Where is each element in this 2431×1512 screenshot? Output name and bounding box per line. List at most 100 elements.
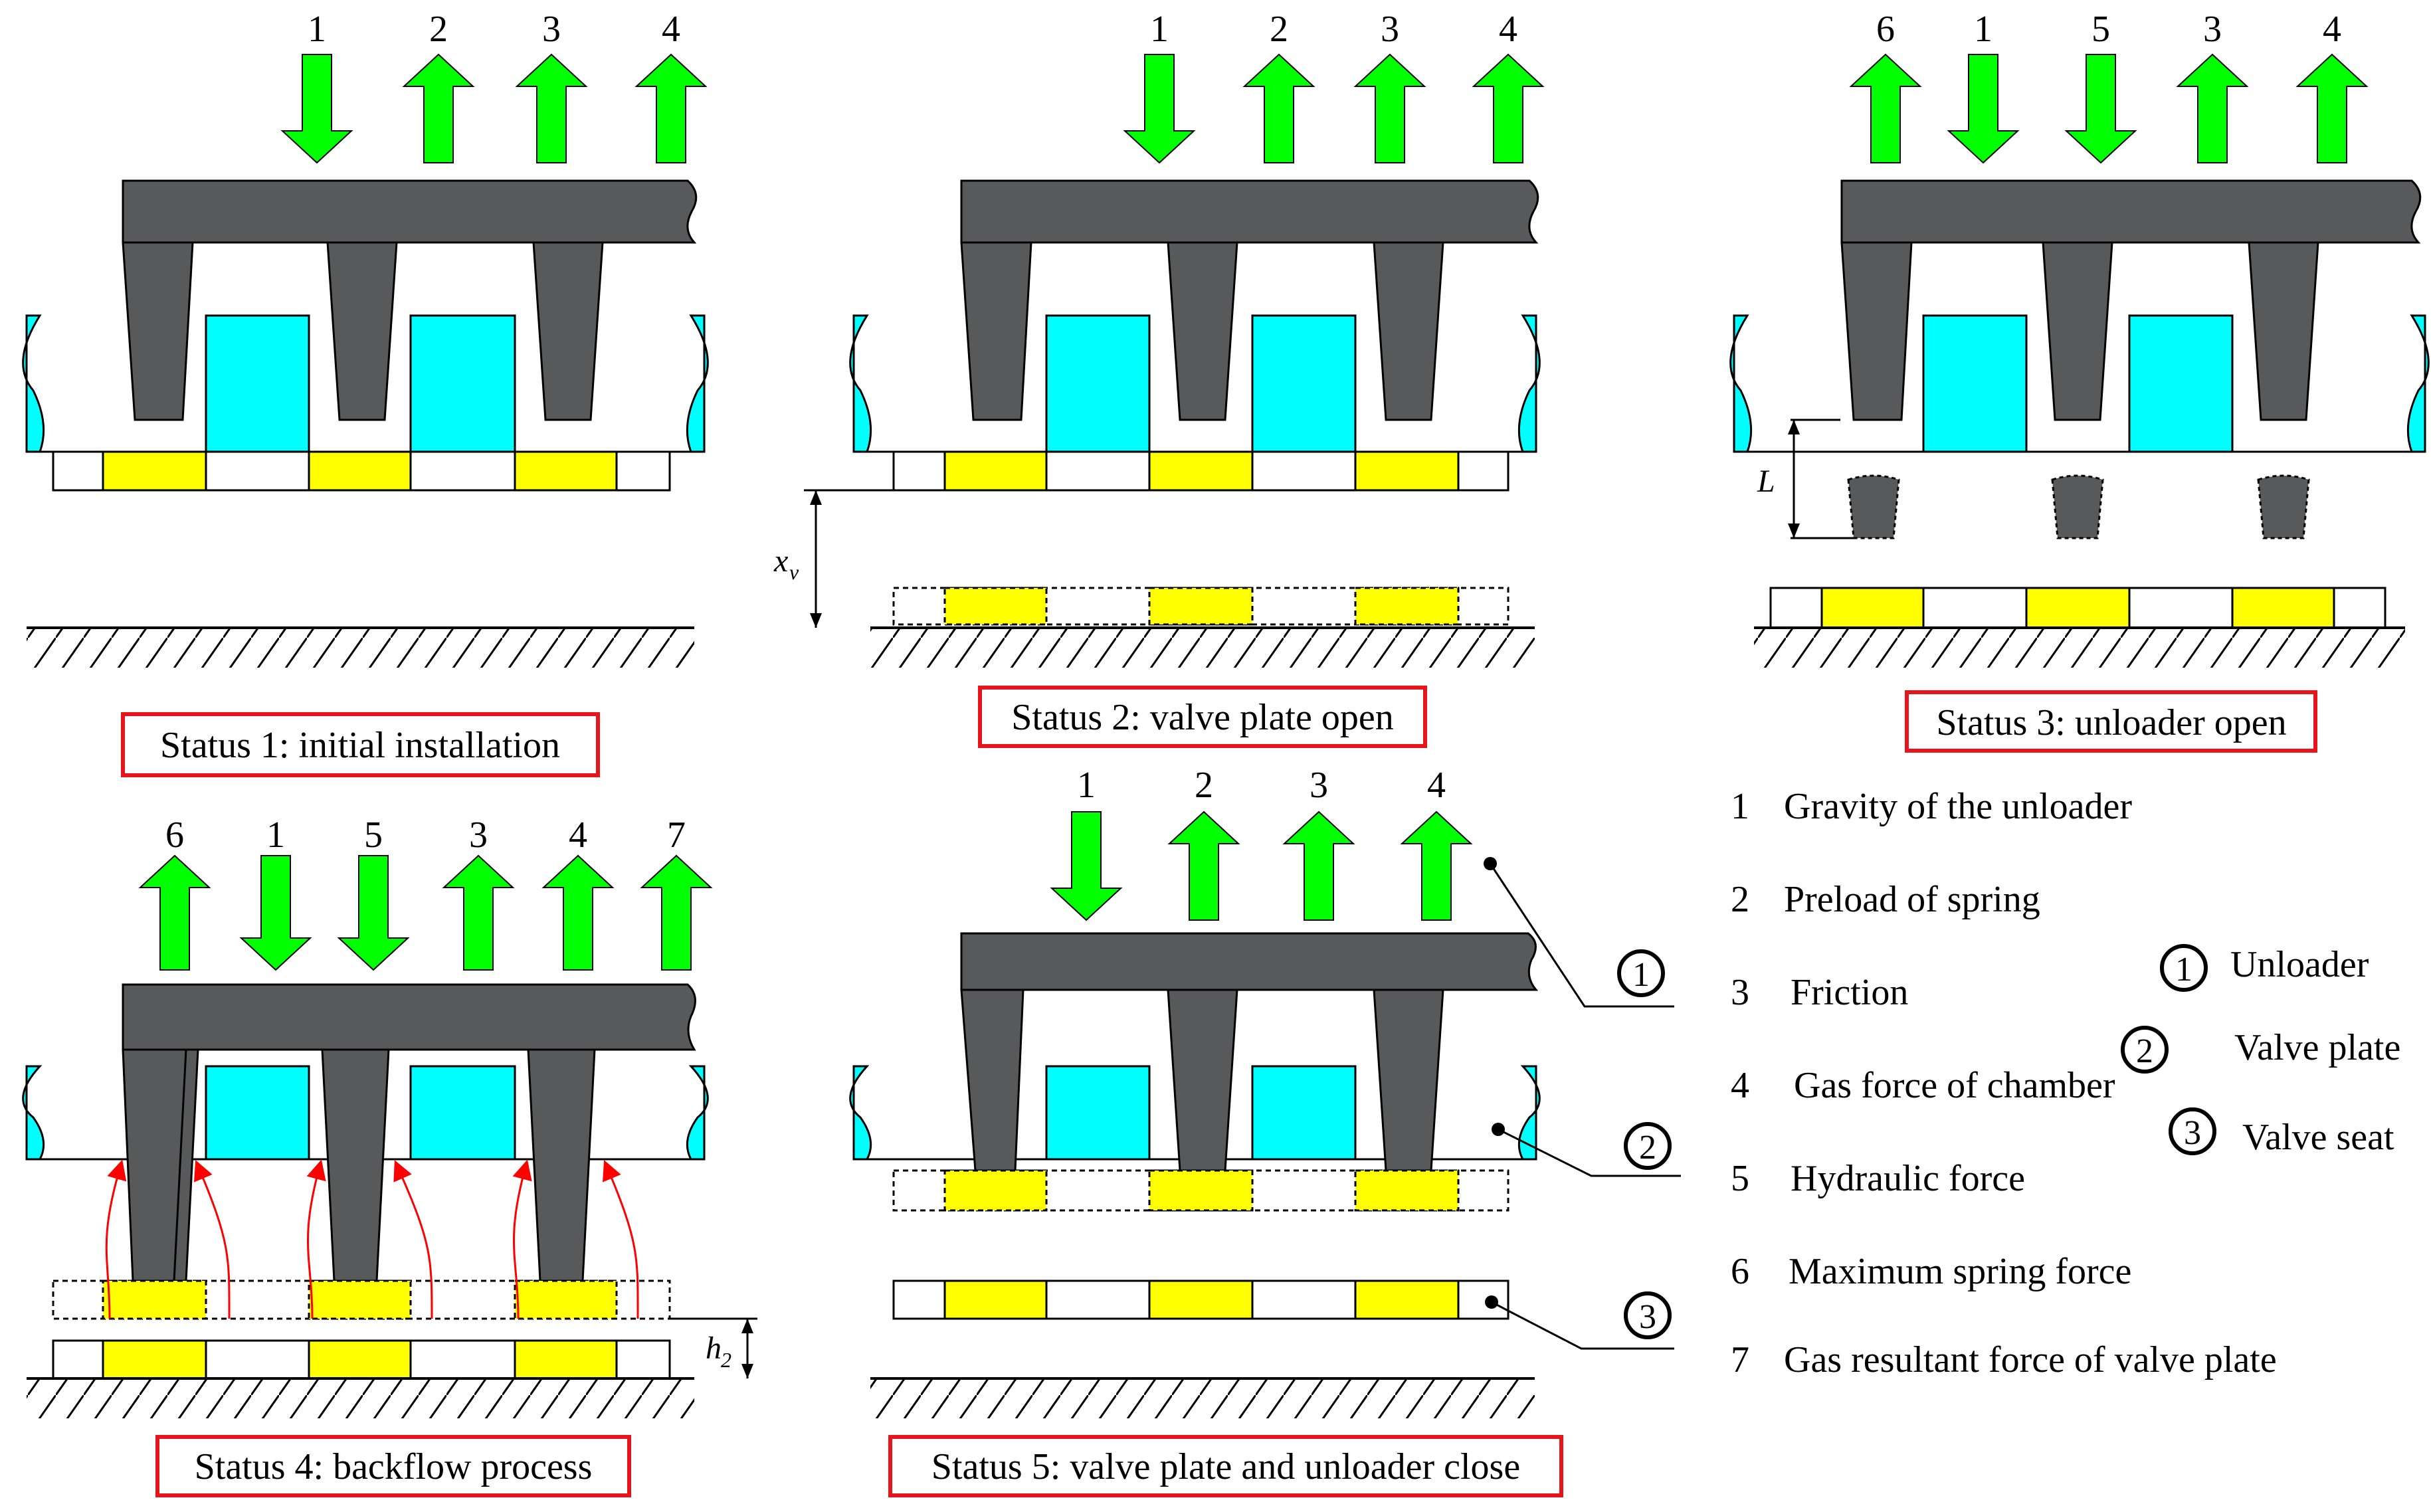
force-arrow-up [1242, 53, 1315, 163]
part-legend-item: 3 Valve seat [2169, 1107, 2394, 1158]
valve-plate-insert [943, 1169, 1048, 1212]
valve-plate-insert [1354, 1169, 1460, 1212]
valve-seat-end-left [1729, 314, 1753, 453]
arrow-label: 6 [1876, 9, 1895, 50]
force-legend-num: 3 [1731, 972, 1749, 1013]
force-arrow-down [337, 855, 410, 971]
part-legend-num: 1 [2175, 951, 2192, 989]
force-legend-num: 1 [1731, 786, 1749, 827]
unloader-prong-lowered [2051, 474, 2104, 539]
dim-label-h-sub: 2 [721, 1348, 731, 1372]
callout-valve-plate: 3 [1485, 1291, 1674, 1350]
valve-seat-block [205, 1065, 310, 1161]
dimension-arrow [810, 490, 822, 505]
force-arrow-up [1167, 810, 1240, 921]
backflow-arrow [306, 1159, 326, 1319]
dim-label-h2: h 2 [706, 1331, 731, 1372]
part-legend-num: 2 [2136, 1032, 2153, 1070]
part-legend: 1 Unloader 2 Valve plate 3 Valve seat [2121, 944, 2400, 1158]
valve-seat-end-left [22, 1065, 45, 1161]
valve-plate-insert [1354, 450, 1460, 492]
force-arrow-up [2295, 53, 2369, 163]
force-legend-item: 6 Maximum spring force [1731, 1251, 2131, 1292]
valve-seat-end-right [1517, 314, 1541, 453]
arrow-label: 1 [266, 814, 285, 856]
force-legend-num: 7 [1731, 1339, 1749, 1380]
arrow-label: 1 [1150, 9, 1169, 50]
valve-seat-block [1251, 314, 1357, 453]
part-legend-num: 3 [2184, 1114, 2201, 1152]
valve-plate-insert [514, 450, 618, 492]
force-arrow-down [1947, 54, 2020, 164]
force-legend-text: Gravity of the unloader [1784, 786, 2132, 827]
valve-plate-insert [102, 1339, 207, 1380]
force-legend-num: 4 [1731, 1065, 1749, 1106]
caption-status-3-text: Status 3: unloader open [1936, 702, 2286, 743]
arrow-label: 3 [469, 814, 488, 856]
force-arrow-up [1472, 53, 1545, 163]
force-arrow-down [2064, 54, 2137, 164]
part-legend-text: Valve seat [2242, 1117, 2394, 1158]
callout-circle [1617, 949, 1665, 997]
unloader-body [122, 983, 696, 1051]
callout-valve-seat: 2 [1492, 1122, 1681, 1177]
valve-seat-block [2128, 314, 2234, 453]
valve-plate-insert [1148, 1279, 1254, 1320]
unloader-prong [2248, 241, 2319, 421]
arrow-label: 4 [1427, 765, 1446, 806]
unloader-prong [960, 241, 1032, 421]
arrow-label: 4 [569, 814, 587, 856]
part-number-circle [2121, 1026, 2169, 1074]
valve-seat-block [409, 314, 516, 453]
valve-plate-insert [1148, 1169, 1254, 1212]
force-legend-item: 3 Friction [1731, 972, 1908, 1013]
force-legend-num: 6 [1731, 1251, 1749, 1292]
valve-plate-insert [943, 587, 1048, 626]
caption-status-4-text: Status 4: backflow process [195, 1446, 593, 1487]
part-legend-item: 2 Valve plate [2121, 1026, 2400, 1074]
valve-seat-end-left [22, 314, 45, 453]
arrow-label: 3 [2203, 9, 2222, 50]
backflow-arrow [603, 1160, 639, 1319]
valve-plate-insert [2025, 587, 2131, 629]
dimension-arrow [810, 613, 822, 628]
caption-status-5: Status 5: valve plate and unloader close [888, 1435, 1563, 1497]
unloader-prong [1840, 241, 1913, 421]
unloader-prong [1167, 241, 1238, 421]
arrow-label: 2 [1270, 9, 1288, 50]
force-arrow-up [442, 854, 515, 971]
callout-num: 2 [1639, 1129, 1656, 1167]
backflow-arrow [512, 1159, 532, 1319]
valve-plate-insert [1820, 587, 1925, 629]
force-legend-text: Maximum spring force [1789, 1251, 2131, 1292]
arrow-label: 3 [1381, 9, 1399, 50]
force-legend-item: 5 Hydraulic force [1731, 1158, 2025, 1199]
unloader-prong [326, 241, 398, 421]
valve-plate-insert [1354, 587, 1460, 626]
valve-plate-insert [514, 1339, 618, 1380]
dim-label-x: x [773, 543, 788, 579]
valve-plate-insert [1354, 1279, 1460, 1320]
unloader-prong [1167, 989, 1238, 1172]
force-legend-text: Gas resultant force of valve plate [1784, 1339, 2277, 1380]
arrow-label: 1 [1974, 9, 1993, 50]
valve-seat-block [1251, 1065, 1357, 1161]
caption-status-3: Status 3: unloader open [1905, 690, 2317, 753]
valve-seat-block [409, 1065, 516, 1161]
force-arrow-up [515, 53, 588, 163]
unloader-body [122, 179, 698, 244]
arrow-label: 4 [2323, 9, 2341, 50]
arrow-label: 3 [1310, 765, 1328, 806]
arrow-label: 1 [1077, 765, 1096, 806]
valve-plate-insert [2231, 587, 2335, 629]
unloader-prong [122, 241, 194, 421]
valve-plate-insert [943, 1279, 1048, 1320]
force-legend-item: 4 Gas force of chamber [1731, 1065, 2115, 1106]
dim-label-l-text: L [1757, 464, 1775, 499]
unloader-body [960, 179, 1539, 244]
valve-seat-block [1045, 1065, 1151, 1161]
dim-label-x-sub: v [789, 560, 799, 584]
